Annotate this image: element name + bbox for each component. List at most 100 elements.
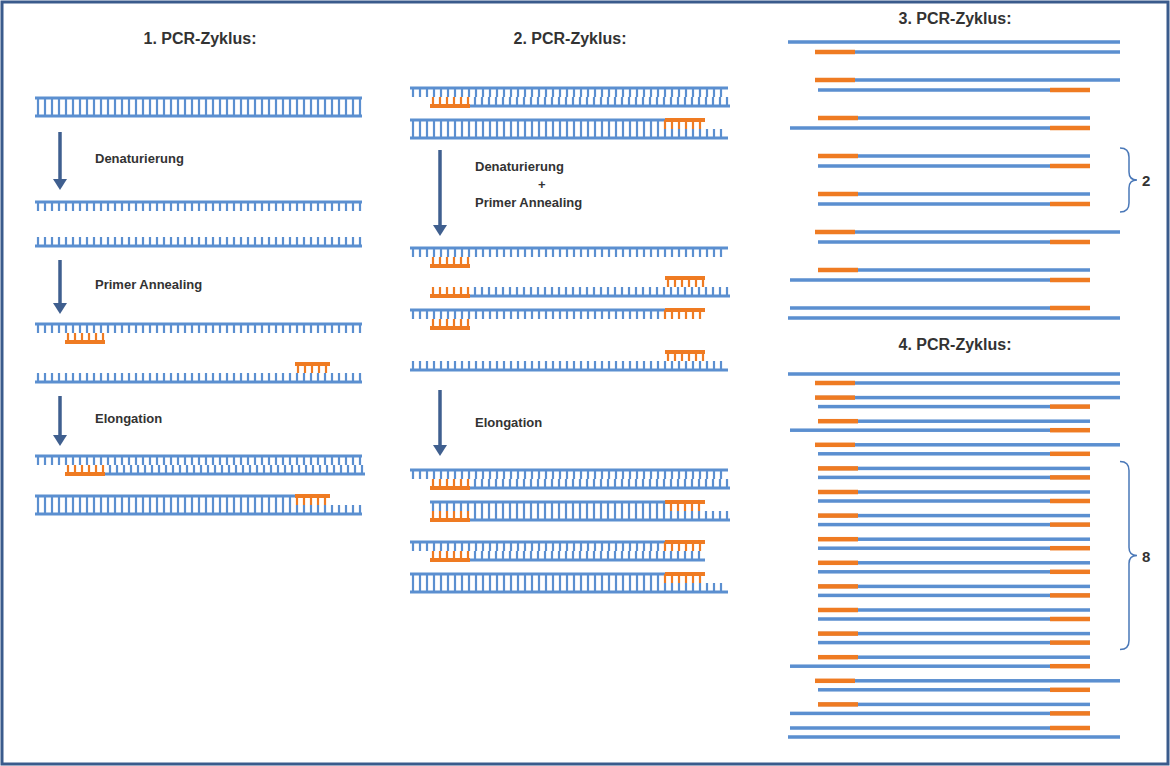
primer	[430, 257, 470, 268]
dna-strand	[788, 40, 1120, 44]
dna-strand	[818, 640, 1090, 645]
dna-strand	[410, 361, 728, 372]
cycle-heading: 3. PCR-Zyklus:	[899, 10, 1012, 28]
dna-strand	[410, 118, 705, 129]
dna-strand	[430, 479, 730, 490]
step-label: Denaturierung	[475, 160, 564, 175]
dna-strand	[818, 537, 1090, 542]
dna-strand	[818, 154, 1090, 159]
dna-strand	[790, 664, 1090, 669]
dna-strand	[818, 240, 1090, 245]
dna-strand	[430, 500, 705, 511]
dna-strand	[430, 511, 730, 522]
dna-strand	[815, 443, 1120, 448]
dna-strand	[818, 88, 1090, 93]
dna-strand	[410, 308, 705, 319]
step-label: +	[538, 178, 546, 193]
dna-strand	[790, 428, 1090, 433]
dna-strand	[818, 631, 1090, 636]
dna-strand	[818, 702, 1090, 707]
dna-strand	[35, 97, 362, 108]
dna-strand	[818, 268, 1090, 273]
dna-strand	[430, 97, 730, 108]
dna-strand	[815, 230, 1120, 235]
dna-strand	[818, 202, 1090, 207]
step-arrow	[53, 396, 67, 446]
dna-strand	[35, 323, 362, 334]
count-number: 2	[1142, 172, 1150, 189]
dna-strand	[790, 711, 1090, 716]
step-label: Denaturierung	[95, 152, 184, 167]
dna-strand	[410, 129, 728, 140]
dna-strand	[818, 570, 1090, 575]
cycle-heading: 1. PCR-Zyklus:	[144, 30, 257, 48]
dna-strand	[818, 584, 1090, 589]
step-arrow	[53, 132, 67, 190]
dna-strand	[790, 278, 1090, 283]
dna-strand	[818, 561, 1090, 566]
primer	[665, 350, 705, 361]
dna-strand	[410, 87, 728, 98]
dna-strand	[815, 381, 1120, 386]
dna-strand	[410, 540, 705, 551]
dna-strand	[35, 237, 362, 248]
dna-strand	[818, 655, 1090, 660]
dna-strand	[815, 679, 1120, 684]
dna-strand	[410, 247, 728, 258]
dna-strand	[818, 546, 1090, 551]
dna-strand	[788, 316, 1120, 320]
dna-strand	[790, 306, 1090, 311]
dna-strand	[818, 688, 1090, 693]
dna-strand	[35, 373, 362, 384]
dna-strand	[430, 551, 705, 562]
dna-strand	[790, 726, 1090, 731]
step-label: Elongation	[475, 416, 542, 431]
dna-strand	[818, 404, 1090, 409]
dna-strand	[35, 494, 330, 505]
dna-strand	[818, 593, 1090, 598]
dna-strand	[818, 513, 1090, 518]
dna-strand	[818, 490, 1090, 495]
dna-strand	[35, 455, 362, 466]
dna-strand	[35, 505, 362, 516]
dna-strand	[410, 583, 728, 594]
dna-strand	[790, 126, 1090, 131]
dna-strand	[818, 617, 1090, 622]
dna-strand	[65, 465, 365, 476]
step-arrow	[53, 260, 67, 314]
cycle-heading: 2. PCR-Zyklus:	[514, 30, 627, 48]
dna-strand	[818, 116, 1090, 121]
dna-strand	[818, 522, 1090, 527]
step-label: Primer Annealing	[95, 278, 202, 293]
primer	[65, 333, 105, 344]
dna-strand	[818, 164, 1090, 169]
dna-strand	[815, 50, 1120, 55]
bracket	[1120, 461, 1137, 649]
bracket	[1120, 148, 1137, 212]
step-label: Elongation	[95, 412, 162, 427]
dna-strand	[818, 475, 1090, 480]
count-number: 8	[1142, 548, 1150, 565]
primer	[295, 362, 330, 373]
step-arrow	[433, 150, 447, 236]
dna-strand	[788, 735, 1120, 739]
dna-strand	[35, 107, 362, 118]
dna-strand	[815, 78, 1120, 83]
dna-strand	[788, 372, 1120, 376]
dna-strand	[818, 192, 1090, 197]
dna-strand	[818, 608, 1090, 613]
dna-strand	[815, 395, 1120, 400]
dna-strand	[430, 287, 730, 298]
dna-strand	[818, 452, 1090, 457]
primer	[665, 276, 705, 287]
step-label: Primer Annealing	[475, 196, 582, 211]
dna-strand	[410, 469, 728, 480]
primer	[430, 319, 470, 330]
dna-strand	[818, 499, 1090, 504]
dna-strand	[818, 419, 1090, 424]
dna-strand	[35, 201, 362, 212]
cycle-heading: 4. PCR-Zyklus:	[899, 336, 1012, 354]
step-arrow	[433, 390, 447, 456]
